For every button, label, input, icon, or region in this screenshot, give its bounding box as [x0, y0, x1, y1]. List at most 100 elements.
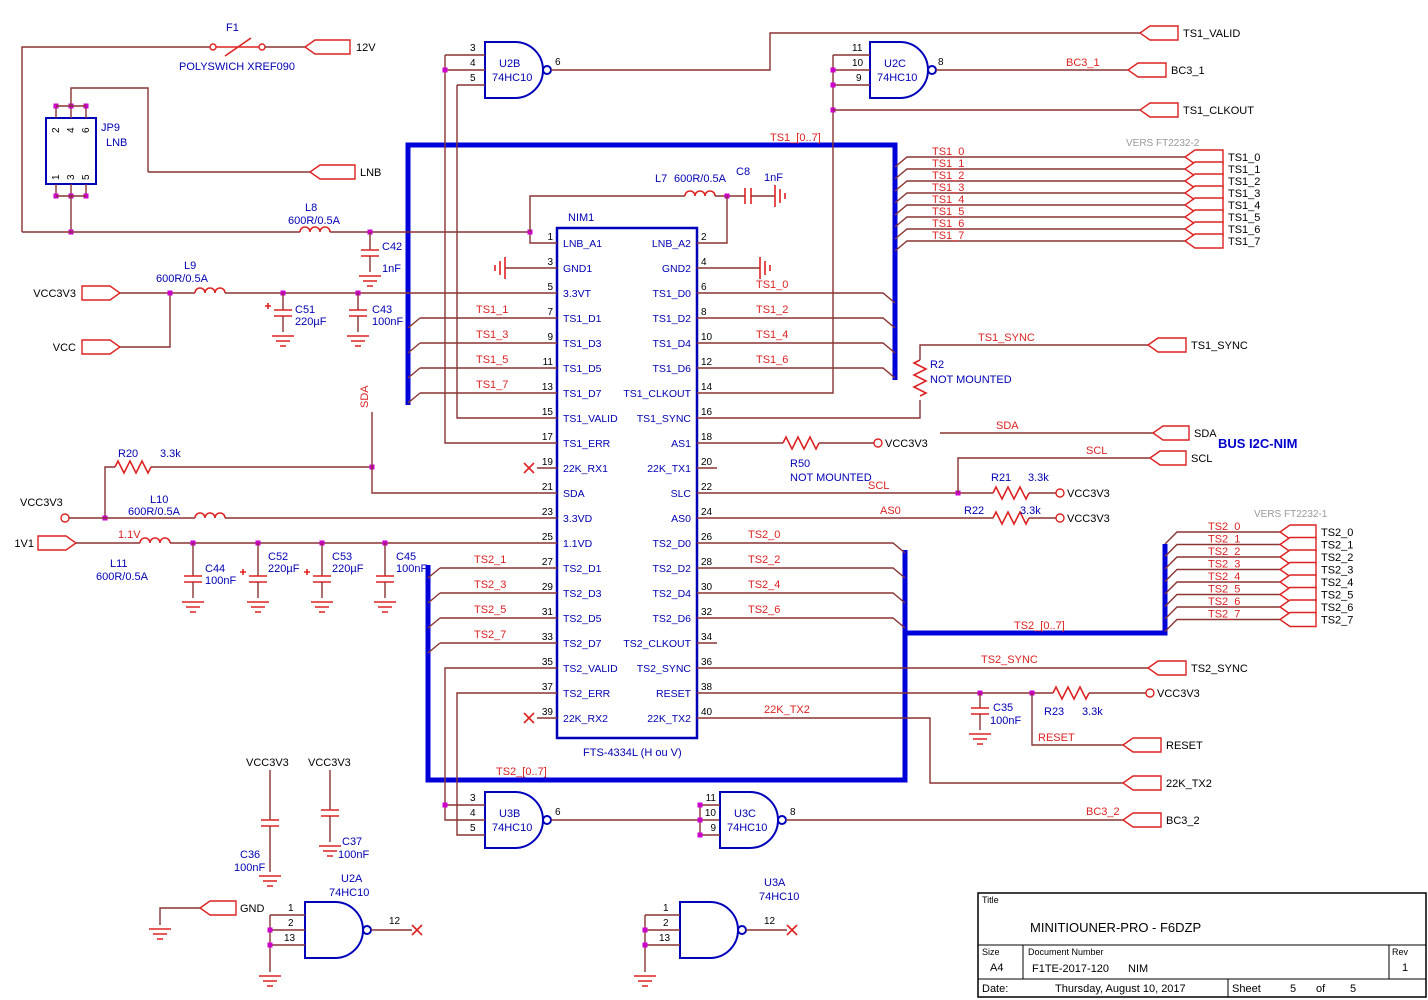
- label: 74HC10: [329, 887, 369, 899]
- label: NIM: [1128, 963, 1148, 975]
- wire: [70, 87, 149, 172]
- capacitor[interactable]: [376, 575, 394, 583]
- junction-dot: [697, 802, 703, 808]
- bc3-2-tag[interactable]: [1121, 812, 1162, 828]
- nim-chip[interactable]: [555, 226, 699, 740]
- ground-symbol[interactable]: [311, 601, 333, 613]
- plus-mark[interactable]: [265, 303, 271, 309]
- ground-symbol[interactable]: [374, 601, 396, 613]
- tag-label: LNB: [360, 167, 381, 179]
- power-tag[interactable]: [81, 285, 122, 301]
- ground-symbol[interactable]: [259, 875, 281, 887]
- ground-symbol[interactable]: [969, 733, 991, 745]
- resistor[interactable]: [1052, 685, 1090, 701]
- ground-symbol[interactable]: [272, 335, 294, 347]
- net-label: TS2_4: [748, 579, 780, 591]
- power-label: VCC3V3: [885, 438, 928, 450]
- resistor[interactable]: [992, 510, 1030, 526]
- capacitor[interactable]: [744, 188, 752, 204]
- ground-symbol[interactable]: [494, 257, 506, 279]
- ts1-clkout-tag[interactable]: [1138, 102, 1179, 118]
- power-node[interactable]: [873, 438, 883, 448]
- capacitor[interactable]: [361, 249, 379, 257]
- tx2-tag[interactable]: [1121, 775, 1162, 791]
- pin-name: TS1_D2: [652, 313, 691, 325]
- capacitor[interactable]: [321, 809, 339, 817]
- ground-symbol[interactable]: [634, 975, 656, 987]
- pin-number: 2: [51, 127, 62, 133]
- no-connect-x[interactable]: [523, 462, 535, 474]
- net-label: RESET: [1038, 732, 1075, 744]
- gnd-tag[interactable]: [198, 900, 237, 916]
- ground-symbol[interactable]: [149, 928, 171, 940]
- power-label: VCC3V3: [1157, 688, 1200, 700]
- inductor[interactable]: [194, 512, 226, 519]
- capacitor[interactable]: [313, 575, 331, 583]
- reset-tag[interactable]: [1121, 737, 1162, 753]
- ground-symbol[interactable]: [347, 335, 369, 347]
- bc3-1-tag[interactable]: [1126, 62, 1167, 78]
- u3c-gate[interactable]: [719, 791, 779, 849]
- plus-mark[interactable]: [304, 569, 310, 575]
- power-tag[interactable]: [81, 339, 122, 355]
- capacitor[interactable]: [261, 819, 279, 827]
- power-node[interactable]: [1145, 688, 1155, 698]
- label: U2C: [884, 58, 906, 70]
- resistor[interactable]: [782, 435, 820, 451]
- wire: [407, 342, 537, 354]
- plus-mark[interactable]: [240, 569, 246, 575]
- lnb-tag[interactable]: [308, 164, 356, 180]
- power-tag[interactable]: [37, 535, 78, 551]
- u2b-gate[interactable]: [484, 41, 544, 99]
- capacitor[interactable]: [971, 707, 989, 715]
- ts1-sync-tag[interactable]: [1146, 337, 1187, 353]
- u2a-gate[interactable]: [304, 901, 364, 959]
- pin-name: TS1_SYNC: [637, 413, 692, 425]
- ts2-connector[interactable]: [1278, 611, 1317, 628]
- u3a-gate[interactable]: [679, 901, 739, 959]
- net-label: TS1_4: [756, 329, 788, 341]
- ground-symbol[interactable]: [182, 601, 204, 613]
- no-connect-x[interactable]: [411, 924, 423, 936]
- resistor[interactable]: [114, 459, 152, 475]
- fuse[interactable]: [216, 37, 259, 57]
- u2c-gate[interactable]: [869, 41, 929, 99]
- inductor[interactable]: [684, 190, 716, 197]
- scl-tag[interactable]: [1148, 450, 1187, 466]
- ts2-sync-tag[interactable]: [1146, 660, 1187, 676]
- capacitor[interactable]: [249, 575, 267, 583]
- capacitor[interactable]: [349, 309, 367, 317]
- power-node[interactable]: [1055, 513, 1065, 523]
- capacitor[interactable]: [274, 309, 292, 317]
- ts1-connector[interactable]: [1183, 233, 1224, 249]
- no-connect-x[interactable]: [786, 924, 798, 936]
- power-tag-12v[interactable]: [303, 39, 351, 55]
- capacitor[interactable]: [184, 575, 202, 583]
- ts1-valid-tag[interactable]: [1138, 25, 1179, 41]
- resistor[interactable]: [992, 485, 1030, 501]
- jp9-connector[interactable]: [45, 117, 97, 185]
- power-node[interactable]: [60, 513, 70, 523]
- inductor[interactable]: [139, 537, 171, 544]
- ground-symbol[interactable]: [759, 257, 771, 279]
- power-node[interactable]: [1055, 488, 1065, 498]
- ground-symbol[interactable]: [359, 275, 381, 287]
- resistor[interactable]: [912, 359, 928, 397]
- ground-symbol[interactable]: [259, 975, 281, 987]
- junction-dot: [642, 927, 648, 933]
- label: 600R/0.5A: [674, 173, 727, 185]
- fuse[interactable]: [209, 43, 217, 51]
- fuse[interactable]: [258, 43, 266, 51]
- net-label: TS2_0: [748, 529, 780, 541]
- sda-tag[interactable]: [1151, 425, 1190, 441]
- ground-symbol[interactable]: [774, 185, 786, 207]
- no-connect-x[interactable]: [523, 712, 535, 724]
- wire: [159, 907, 200, 925]
- label: C51: [295, 304, 315, 316]
- ground-symbol[interactable]: [247, 601, 269, 613]
- inductor[interactable]: [194, 287, 226, 294]
- pin-number: 21: [542, 482, 554, 493]
- inductor[interactable]: [299, 226, 331, 233]
- u3b-gate[interactable]: [484, 791, 544, 849]
- ground-symbol[interactable]: [319, 845, 341, 857]
